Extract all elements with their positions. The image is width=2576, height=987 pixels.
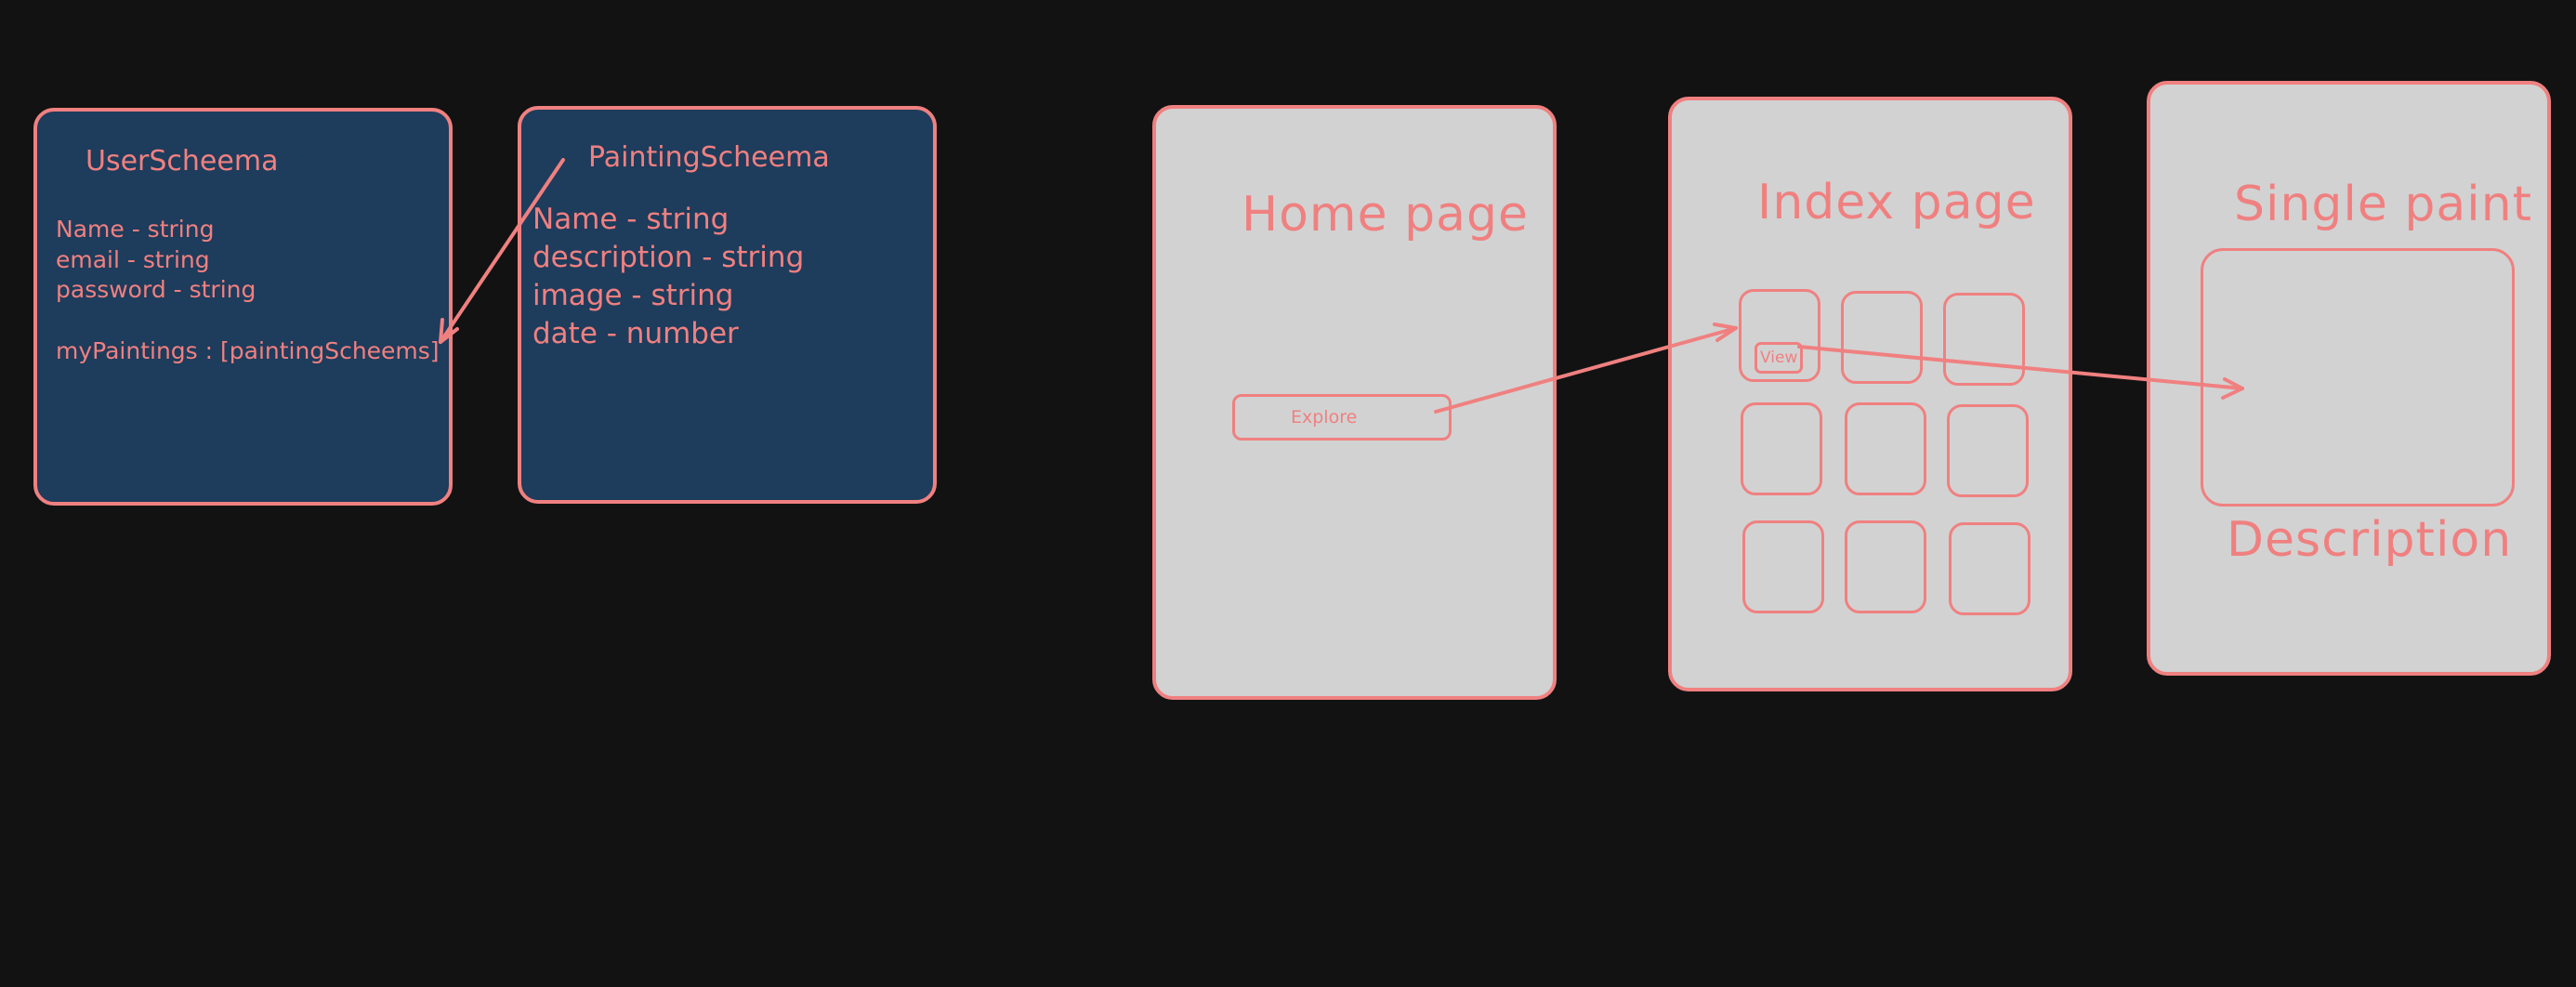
painting-field-date: date - number — [532, 317, 739, 350]
user-field-name: Name - string — [56, 216, 215, 243]
painting-schema-title: PaintingScheema — [588, 141, 830, 174]
home-page-title: Home page — [1242, 187, 1529, 243]
single-painting-wireframe[interactable]: Single paint Description — [2147, 81, 2551, 676]
painting-tile[interactable] — [1845, 402, 1926, 495]
user-schema-title: UserScheema — [85, 145, 279, 178]
painting-image-placeholder — [2201, 248, 2515, 507]
painting-tile[interactable] — [1943, 293, 2025, 386]
view-button[interactable]: View — [1755, 342, 1803, 374]
description-label: Description — [2227, 512, 2513, 568]
home-page-wireframe[interactable]: Home page Explore — [1152, 105, 1557, 700]
painting-field-image: image - string — [532, 279, 734, 312]
painting-tile[interactable] — [1949, 522, 2031, 615]
user-schema-card[interactable]: UserScheema Name - string email - string… — [33, 108, 453, 506]
painting-tile[interactable]: View — [1739, 289, 1820, 382]
explore-button-label: Explore — [1291, 407, 1358, 428]
explore-button[interactable]: Explore — [1232, 394, 1452, 441]
user-field-my-paintings: myPaintings : [paintingScheems] — [56, 337, 440, 364]
painting-tile[interactable] — [1841, 291, 1923, 384]
index-page-title: Index page — [1757, 175, 2036, 230]
painting-field-description: description - string — [532, 241, 805, 274]
painting-tile[interactable] — [1947, 404, 2029, 497]
view-button-label: View — [1760, 349, 1798, 367]
painting-field-name: Name - string — [532, 203, 729, 236]
painting-tile[interactable] — [1742, 520, 1824, 613]
painting-tile[interactable] — [1845, 520, 1926, 613]
index-page-wireframe[interactable]: Index page View — [1668, 97, 2072, 691]
user-field-password: password - string — [56, 276, 256, 303]
user-field-email: email - string — [56, 246, 210, 273]
painting-schema-card[interactable]: PaintingScheema Name - string descriptio… — [518, 106, 937, 504]
painting-tile[interactable] — [1741, 402, 1822, 495]
single-page-title: Single paint — [2234, 177, 2533, 232]
